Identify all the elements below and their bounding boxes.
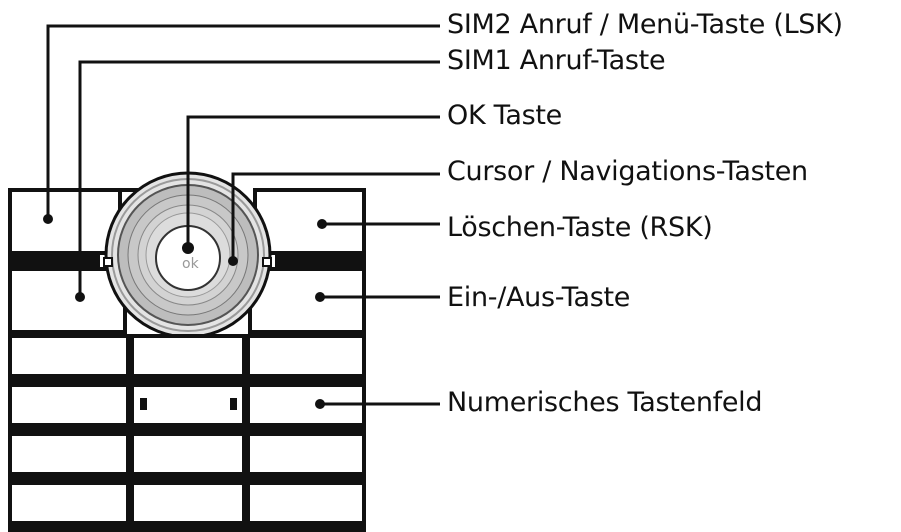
- label-numeric-keypad: Numerisches Tastenfeld: [447, 387, 763, 418]
- leader-lines: [46, 24, 440, 406]
- soft-key-right: [248, 188, 366, 334]
- label-sim2-menu-key: SIM2 Anruf / Menü-Taste (LSK): [447, 9, 843, 40]
- leader-dots: [43, 214, 327, 409]
- key-5-bumps: [140, 398, 237, 410]
- label-power-key: Ein-/Aus-Taste: [447, 282, 631, 313]
- nav-left-marker: [103, 257, 113, 267]
- label-cursor-nav-keys: Cursor / Navigations-Tasten: [447, 156, 808, 187]
- nav-right-marker: [262, 257, 272, 267]
- ok-button: ok: [155, 225, 221, 291]
- label-sim1-call-key: SIM1 Anruf-Taste: [447, 45, 666, 76]
- label-delete-key: Löschen-Taste (RSK): [447, 212, 713, 243]
- svg-text:ok: ok: [182, 256, 200, 272]
- label-ok-key: OK Taste: [447, 100, 562, 131]
